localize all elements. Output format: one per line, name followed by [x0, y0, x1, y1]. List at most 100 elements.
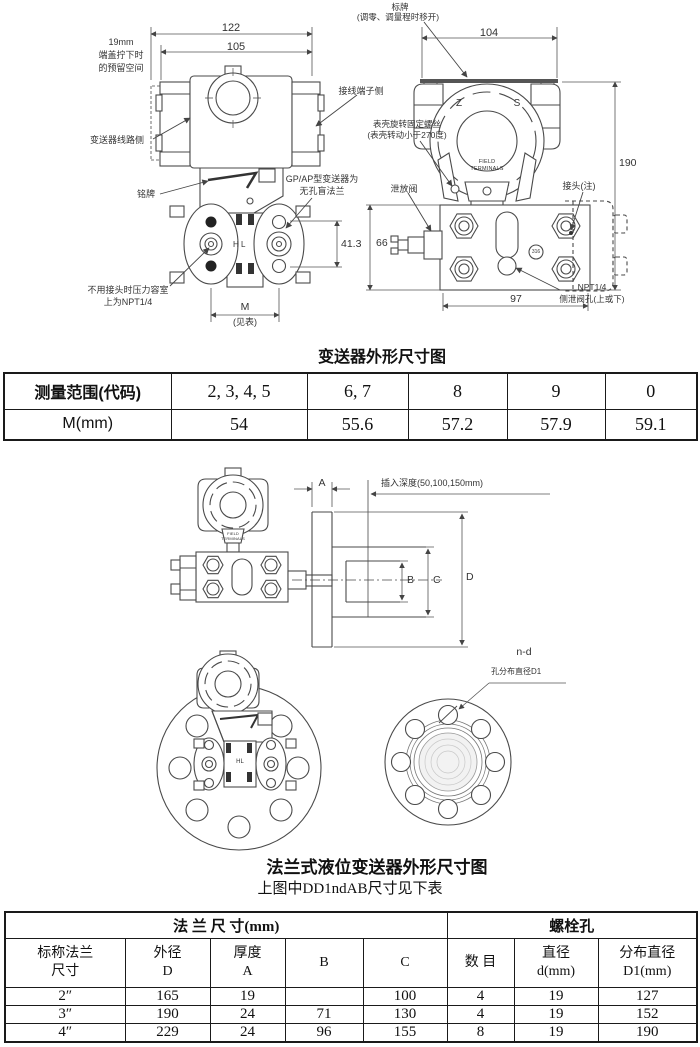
bolt-hole-group-header: 螺栓孔: [446, 911, 698, 939]
distribution-diameter-header: 分布直径 D1(mm): [597, 937, 698, 988]
label-connector: 接头(注): [562, 181, 596, 191]
label-case-screw-line2: (表壳转动小于270度): [367, 130, 447, 140]
nominal-size-header: 标称法兰尺寸: [4, 937, 126, 988]
label-terminal-side: 接线端子侧: [338, 86, 384, 96]
range-cell: 8: [407, 372, 508, 410]
label-gp-flange-line1: GP/AP型变送器为: [285, 174, 359, 184]
cell: 3″: [4, 1004, 126, 1024]
header-text: d(mm): [536, 963, 576, 979]
cell: 4″: [4, 1022, 126, 1042]
dim-97: 97: [510, 293, 522, 305]
outer-diameter-header: 外径 D: [124, 937, 211, 988]
bolt-diameter-header: 直径 d(mm): [513, 937, 599, 988]
cell: 4: [446, 986, 515, 1006]
cell: 190: [597, 1022, 698, 1042]
transmitter-side-view-drawing: [150, 65, 325, 288]
cell: 19: [513, 1022, 599, 1042]
label-field-line1: FIELD: [478, 159, 496, 165]
cell: 130: [362, 1004, 448, 1024]
label-insert-depth: 插入深度(50,100,150mm): [381, 478, 484, 488]
range-cell: 9: [506, 372, 606, 410]
label-drain-valve: 泄放阀: [390, 184, 418, 194]
transmitter-front-view-drawing: [390, 79, 628, 292]
header-text: 外径: [153, 946, 182, 961]
label-hole-distribution-diameter: 孔分布直径D1: [491, 667, 542, 676]
label-npt-side-line2: 侧泄阀孔(上或下): [559, 294, 625, 304]
m-value-cell: 54: [170, 408, 308, 441]
dim-a: A: [318, 477, 326, 489]
table-row: 2″ 165 19 100 4 19 127: [4, 986, 698, 1006]
header-text: 直径: [542, 946, 570, 961]
label-spare-space-line3: 的预留空间: [98, 63, 144, 73]
label-spare-space-line1: 19mm: [108, 37, 134, 47]
c-header: C: [362, 937, 448, 988]
label-gp-flange-line2: 无孔盲法兰: [299, 186, 345, 196]
header-text: D: [162, 963, 173, 979]
label-npt-chamber-line2: 上为NPT1/4: [103, 297, 153, 307]
cell: 71: [284, 1004, 364, 1024]
range-cell: 2, 3, 4, 5: [170, 372, 308, 410]
label-316-stamp: 316: [531, 249, 541, 255]
cell: 155: [362, 1022, 448, 1042]
section2-dimension-lines: [294, 482, 566, 710]
label-s-mark: S: [513, 98, 521, 109]
cell: 229: [124, 1022, 211, 1042]
label-hl-marks: H L: [233, 240, 246, 249]
dim-c: C: [433, 574, 441, 586]
m-value-cell: 59.1: [604, 408, 698, 441]
label-npt-side-line1: NPT1/4: [577, 282, 607, 292]
cell: 19: [513, 1004, 599, 1024]
m-value-cell: 57.9: [506, 408, 606, 441]
header-text: 尺寸: [51, 963, 80, 979]
label-z-mark: Z: [455, 98, 463, 109]
label-n-d: n-d: [516, 646, 532, 658]
section1-leader-lines: [152, 21, 584, 291]
dim-66: 66: [376, 237, 388, 249]
m-value-cell: 57.2: [407, 408, 508, 441]
header-text: 厚度: [233, 946, 262, 961]
label-field-2-line1: FIELD: [227, 531, 239, 536]
table-row: 测量范围(代码) 2, 3, 4, 5 6, 7 8 9 0: [3, 372, 698, 410]
header-text: 分布直径: [619, 946, 676, 961]
m-header-cell: M(mm): [3, 408, 172, 441]
flange-face-drawing: [384, 698, 512, 826]
dim-b: B: [407, 574, 415, 586]
section2-subtitle: 上图中DD1ndAB尺寸见下表: [257, 881, 443, 897]
table-row: 法 兰 尺 寸(mm) 螺栓孔: [4, 911, 698, 939]
table-row: 3″ 190 24 71 130 4 19 152: [4, 1004, 698, 1024]
cell: [284, 986, 364, 1006]
flange-size-group-header: 法 兰 尺 寸(mm): [4, 911, 448, 939]
cell: 19: [513, 986, 599, 1006]
cell: 96: [284, 1022, 364, 1042]
section2-title: 法兰式液位变送器外形尺寸图: [266, 858, 488, 877]
cell: 2″: [4, 986, 126, 1006]
cell: 127: [597, 986, 698, 1006]
cell: 165: [124, 986, 211, 1006]
dim-190: 190: [619, 157, 637, 169]
label-field-line2: TERMINALS: [470, 166, 504, 172]
b-header: B: [284, 937, 364, 988]
range-cell: 6, 7: [306, 372, 409, 410]
dim-104: 104: [479, 27, 499, 39]
dim-d: D: [466, 571, 474, 583]
label-case-screw-line1: 表壳旋转固定螺丝: [372, 119, 442, 129]
cell: 152: [597, 1004, 698, 1024]
table-row: M(mm) 54 55.6 57.2 57.9 59.1: [3, 408, 698, 441]
dim-m-note: (见表): [233, 317, 257, 327]
header-text: D1(mm): [623, 963, 672, 979]
cell: 24: [209, 1004, 286, 1024]
flange-mount-side-drawing: [170, 467, 442, 648]
count-header: 数 目: [446, 937, 515, 988]
cell: 24: [209, 1022, 286, 1042]
label-nameplate: 铭牌: [136, 189, 156, 199]
dim-41-3: 41.3: [341, 238, 362, 250]
flange-front-transmitter-drawing: [156, 650, 322, 851]
cell: 4: [446, 1004, 515, 1024]
section1-title: 变送器外形尺寸图: [317, 349, 447, 366]
m-value-cell: 55.6: [306, 408, 409, 441]
cell: 190: [124, 1004, 211, 1024]
